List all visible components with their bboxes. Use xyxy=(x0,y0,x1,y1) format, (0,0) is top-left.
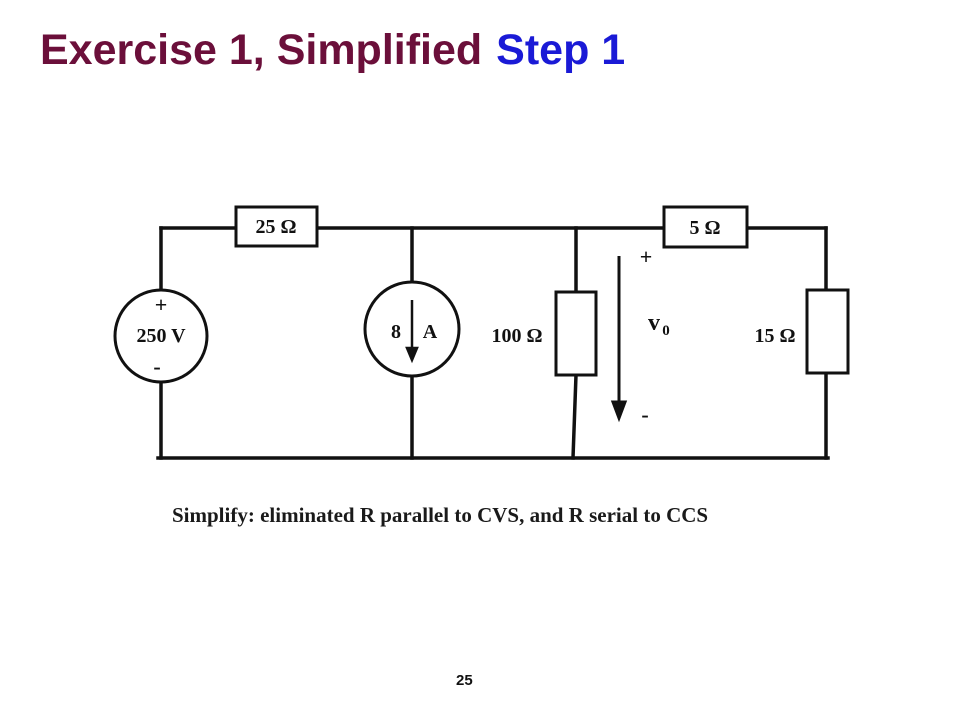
resistor-5-ohm xyxy=(662,205,749,249)
diagram-caption: Simplify: eliminated R parallel to CVS, … xyxy=(172,503,709,527)
resistor-100-ohm xyxy=(554,290,598,377)
title-main: Exercise 1, Simplified xyxy=(40,26,483,74)
ccs-value-unit: A xyxy=(423,321,438,343)
title-step: Step 1 xyxy=(496,26,626,74)
slide-title: Exercise 1, Simplified Step 1 xyxy=(40,22,625,78)
vo-minus-sign: - xyxy=(641,402,648,427)
label-15-ohm: 15 Ω xyxy=(754,325,795,347)
vs-plus-sign: + xyxy=(155,292,168,317)
vo-label: v xyxy=(648,310,660,336)
label-5-ohm: 5 Ω xyxy=(689,217,720,239)
wire-r100-bottom xyxy=(571,373,578,460)
label-100-ohm: 100 Ω xyxy=(491,325,542,347)
resistor-25-ohm xyxy=(234,205,319,248)
vs-value: 250 V xyxy=(136,325,186,347)
ccs-arrow-head xyxy=(405,346,419,364)
vs-minus-sign: - xyxy=(153,354,160,379)
voltage-source xyxy=(113,288,209,384)
vo-plus-sign: + xyxy=(640,244,653,269)
vo-subscript: 0 xyxy=(662,323,670,339)
ccs-value-number: 8 xyxy=(391,321,401,343)
vo-arrow-head xyxy=(610,400,628,423)
label-25-ohm: 25 Ω xyxy=(255,216,296,238)
resistor-15-ohm xyxy=(805,288,850,375)
page-number: 25 xyxy=(456,672,473,689)
